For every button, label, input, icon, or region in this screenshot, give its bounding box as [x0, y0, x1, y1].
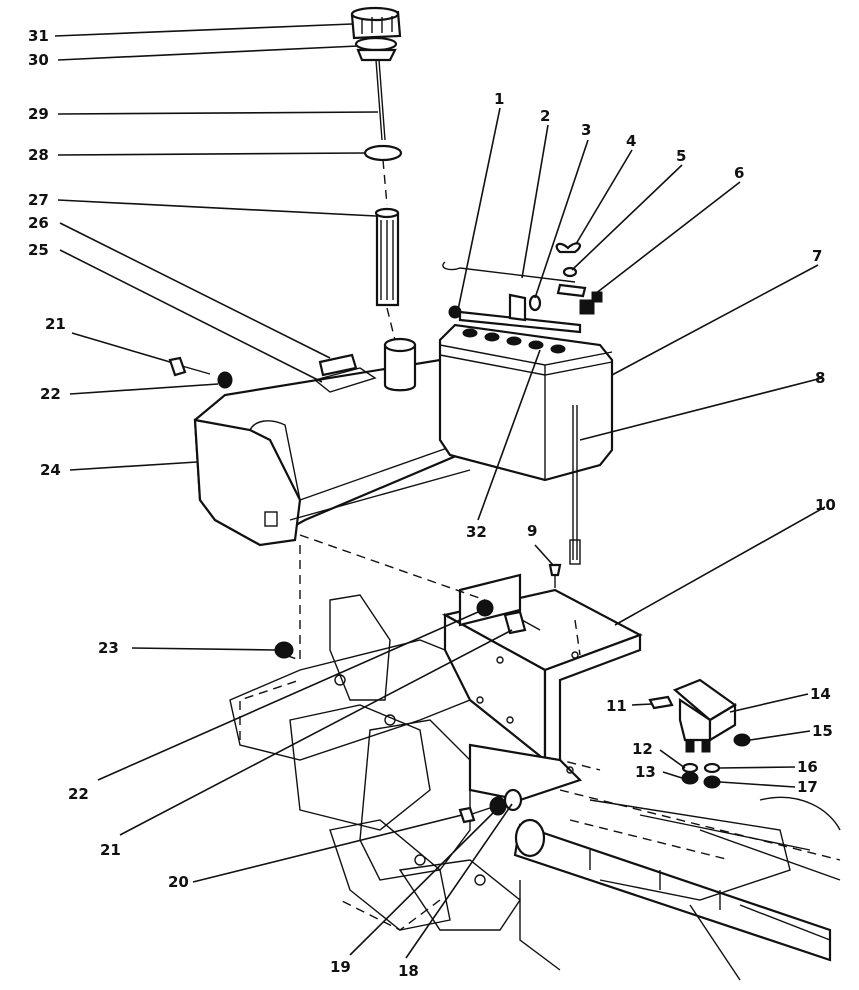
callout-14: 14: [810, 685, 831, 703]
leader-lines: [54, 23, 826, 959]
callout-12: 12: [632, 740, 653, 758]
callout-8: 8: [815, 369, 825, 387]
callout-20: 20: [168, 873, 189, 891]
callout-19: 19: [330, 958, 351, 976]
callout-15: 15: [812, 722, 833, 740]
callout-24: 24: [40, 461, 61, 479]
callout-3: 3: [581, 121, 591, 139]
callout-11: 11: [606, 697, 627, 715]
callout-1: 1: [494, 90, 504, 108]
fasteners: [168, 356, 581, 824]
callout-17: 17: [797, 778, 818, 796]
callout-4: 4: [626, 132, 636, 150]
starter-solenoid: [648, 678, 751, 789]
callout-25: 25: [28, 241, 49, 259]
callout-29: 29: [28, 105, 49, 123]
callout-21-lower: 21: [100, 841, 121, 859]
callout-28: 28: [28, 146, 49, 164]
callout-9: 9: [527, 522, 537, 540]
callout-32: 32: [466, 523, 487, 541]
callout-13: 13: [635, 763, 656, 781]
callout-23: 23: [98, 639, 119, 657]
callout-22-lower: 22: [68, 785, 89, 803]
battery: [438, 291, 614, 482]
callout-22-upper: 22: [40, 385, 61, 403]
callout-6: 6: [734, 164, 744, 182]
fuel-tank: [193, 337, 472, 547]
callout-31: 31: [28, 27, 49, 45]
callout-21-upper: 21: [45, 315, 66, 333]
callout-16: 16: [797, 758, 818, 776]
battery-tray-bracket: [441, 573, 643, 802]
callout-18: 18: [398, 962, 419, 980]
callout-2: 2: [540, 107, 550, 125]
callout-10: 10: [815, 496, 836, 514]
callout-26: 26: [28, 214, 49, 232]
battery-holddown-parts: [442, 242, 587, 565]
callout-numbers: 31 30 29 28 27 26 25 21 22 24 1 2 3 4 5 …: [28, 27, 836, 980]
callout-27: 27: [28, 191, 49, 209]
fuel-cap-assembly: [350, 6, 403, 341]
tractor-frame: [229, 594, 841, 981]
callout-7: 7: [812, 247, 822, 265]
callout-5: 5: [676, 147, 686, 165]
callout-30: 30: [28, 51, 49, 69]
